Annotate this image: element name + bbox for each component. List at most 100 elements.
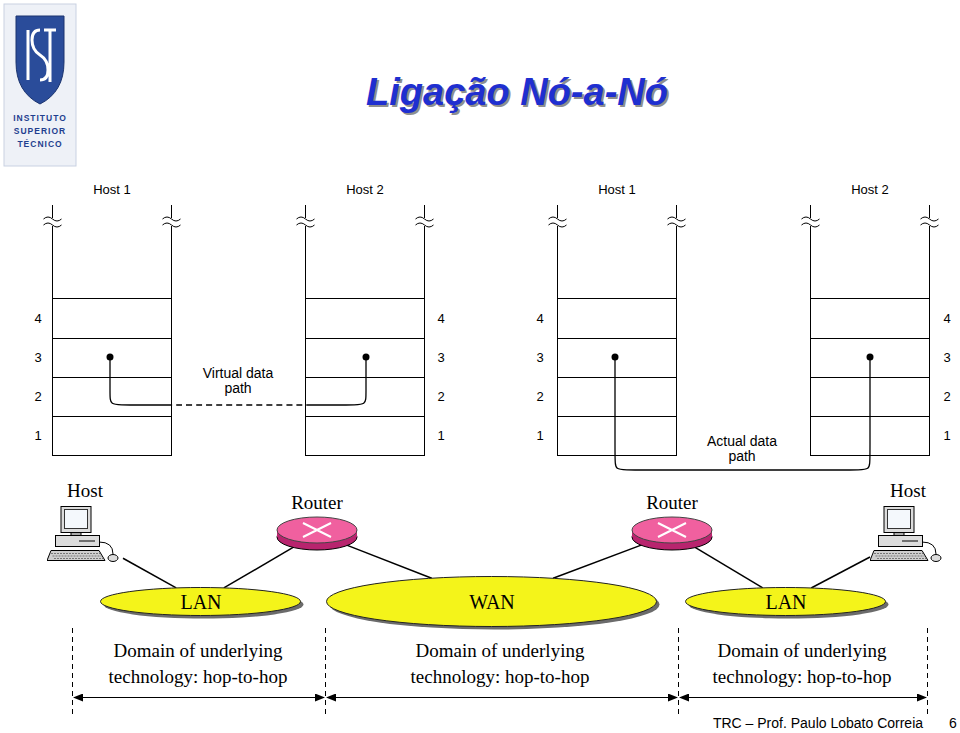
layer-number: 4 <box>34 311 41 326</box>
monitor <box>884 507 914 533</box>
domain-note: Domain of underlying technology: hop-to-… <box>88 638 308 690</box>
network-link <box>811 557 870 588</box>
keyboard <box>870 551 928 561</box>
break-mark <box>668 223 686 227</box>
path-endpoint <box>107 354 114 361</box>
layer-number: 1 <box>437 428 444 443</box>
screen <box>65 510 88 529</box>
layer-divider <box>557 338 677 339</box>
mouse <box>108 555 118 562</box>
domain-divider <box>678 628 679 716</box>
router-symbol <box>270 514 364 554</box>
layer-number: 4 <box>943 311 950 326</box>
stack-side <box>52 205 53 455</box>
stack-outline <box>52 180 172 460</box>
layer-divider <box>305 455 425 456</box>
layer-divider <box>557 416 677 417</box>
domain-divider <box>927 628 928 716</box>
stack-side <box>171 205 172 455</box>
layer-divider <box>305 377 425 378</box>
network-name: LAN <box>180 591 221 614</box>
router-cross <box>658 523 686 537</box>
stack-side <box>676 205 677 455</box>
logo-text: SUPERIOR <box>14 126 66 136</box>
network-link <box>123 558 176 588</box>
network-link <box>346 545 432 578</box>
keys <box>874 553 923 554</box>
layer-divider <box>810 455 930 456</box>
domain-divider <box>325 628 326 716</box>
router-symbol <box>625 514 719 554</box>
layer-number: 3 <box>34 350 41 365</box>
layer-divider <box>52 377 172 378</box>
break-mark <box>416 223 434 227</box>
break-mark <box>297 223 315 227</box>
mouse-cord <box>99 542 113 554</box>
break-mark <box>668 217 686 221</box>
network-link <box>224 547 294 588</box>
router-cross <box>303 523 331 537</box>
host-node: Host <box>868 480 948 570</box>
host-node: Host <box>45 480 125 570</box>
stack-side <box>810 205 811 455</box>
layer-divider <box>810 298 930 299</box>
drive-slot <box>902 541 918 542</box>
protocol-stack: Host 2 <box>305 180 425 460</box>
path-endpoint <box>612 354 619 361</box>
screen <box>888 510 911 529</box>
footer-text: 6 <box>949 715 957 731</box>
protocol-stack: Host 1 <box>557 180 677 460</box>
layer-divider <box>305 298 425 299</box>
network-cloud: LAN <box>97 584 305 620</box>
layer-divider <box>52 455 172 456</box>
layer-divider <box>557 298 677 299</box>
system-unit <box>879 536 923 547</box>
break-mark <box>802 223 820 227</box>
slide-title: Ligação Nó-a-Nó <box>366 71 668 114</box>
break-mark <box>44 217 62 221</box>
host-heading: Host 2 <box>810 180 930 200</box>
domain-dividers <box>73 628 928 716</box>
logo <box>4 4 76 166</box>
break-mark <box>44 223 62 227</box>
domain-divider <box>72 628 73 716</box>
logo-monogram <box>28 30 56 82</box>
network-link <box>695 547 763 588</box>
drive-slot <box>79 541 95 542</box>
stack-side <box>424 205 425 455</box>
keys <box>877 558 926 559</box>
keys <box>54 558 103 559</box>
host-heading: Host 1 <box>557 180 677 200</box>
logo-text: INSTITUTO <box>13 113 67 123</box>
network-name: WAN <box>469 591 515 614</box>
device-name: Host <box>890 480 926 502</box>
protocol-stack: Host 2 <box>810 180 930 460</box>
domain-arrows <box>74 697 926 698</box>
layer-number: 2 <box>536 389 543 404</box>
layer-number: 3 <box>437 350 444 365</box>
device-name: Router <box>646 492 698 514</box>
data-path <box>110 357 366 405</box>
network-link <box>553 545 642 579</box>
path-endpoint <box>867 354 874 361</box>
host-computer-icon <box>870 506 946 568</box>
break-mark <box>921 217 939 221</box>
layer-divider <box>52 416 172 417</box>
mouse <box>931 555 941 562</box>
layer-number: 3 <box>943 350 950 365</box>
layer-divider <box>557 455 677 456</box>
layer-number: 1 <box>536 428 543 443</box>
layer-number: 4 <box>536 311 543 326</box>
layer-number: 4 <box>437 311 444 326</box>
router-node: Router <box>270 492 364 554</box>
layer-number: 2 <box>34 389 41 404</box>
path-endpoint <box>363 354 370 361</box>
domain-arrow <box>74 697 324 698</box>
network-ellipse <box>686 588 886 616</box>
layer-divider <box>305 338 425 339</box>
layer-divider <box>557 377 677 378</box>
layer-divider <box>52 338 172 339</box>
logo-shield <box>16 16 64 104</box>
mouse-cord <box>922 542 936 554</box>
